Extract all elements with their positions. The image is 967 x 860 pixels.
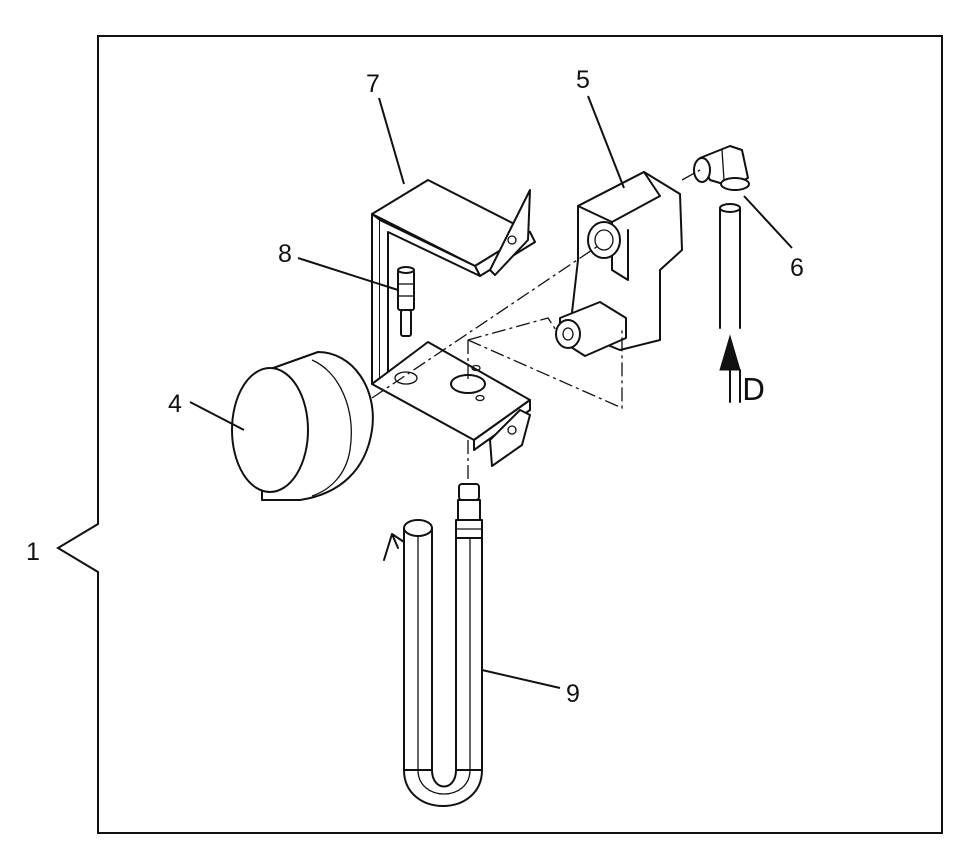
gauge-part <box>231 351 374 501</box>
supply-tube <box>719 203 741 403</box>
elbow-fitting-part <box>693 145 750 191</box>
assembly-centerlines <box>371 169 701 486</box>
manifold-part <box>555 171 683 357</box>
callout-4: 4 <box>168 390 182 418</box>
flow-direction-label: D <box>742 373 765 408</box>
callout-8: 8 <box>278 240 292 268</box>
hose-part <box>383 483 483 807</box>
callout-6: 6 <box>790 254 804 282</box>
callout-5: 5 <box>576 66 590 94</box>
callout-7: 7 <box>366 70 380 98</box>
bracket-part <box>371 179 536 467</box>
fitting-part <box>397 266 415 337</box>
flow-arrow <box>719 334 741 371</box>
callout-1: 1 <box>26 538 40 566</box>
assembly-frame <box>56 35 943 834</box>
callout-9: 9 <box>566 680 580 708</box>
